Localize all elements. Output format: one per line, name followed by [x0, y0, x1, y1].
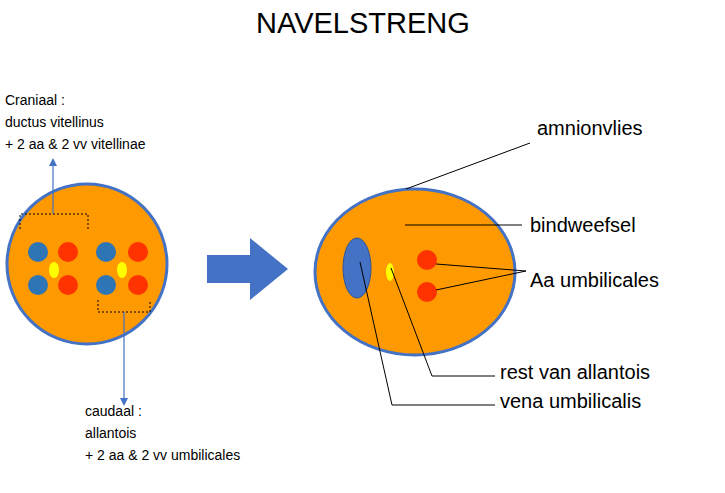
- annotation-label: Aa umbilicales: [530, 268, 659, 292]
- leader-line: [436, 264, 526, 271]
- allantois: [117, 262, 127, 278]
- annotation-label: Craniaal :: [5, 92, 65, 109]
- pointer-arrow: [52, 162, 53, 214]
- leader-line: [436, 271, 526, 290]
- artery-vitelline: [58, 242, 78, 262]
- artery-umbilical: [128, 242, 148, 262]
- annotation-label: rest van allantois: [500, 360, 650, 384]
- vein-umbilical: [96, 275, 116, 295]
- annotation-label: allantois: [85, 425, 136, 442]
- leader-line: [406, 143, 530, 189]
- pointer-arrow: [123, 312, 124, 402]
- annotation-label: + 2 aa & 2 vv vitellinae: [5, 136, 145, 153]
- vein-vitelline: [28, 275, 48, 295]
- diagram-title: NAVELSTRENG: [256, 6, 470, 41]
- leader-line: [391, 268, 495, 376]
- annotation-label: caudaal :: [85, 403, 142, 420]
- artery-vitelline: [58, 275, 78, 295]
- vein-umbilical: [96, 242, 116, 262]
- artery-umbilical: [417, 250, 437, 270]
- annotation-label: + 2 aa & 2 vv umbilicales: [85, 447, 240, 464]
- bracket-cranial: [20, 214, 88, 229]
- vein-vitelline: [28, 242, 48, 262]
- bracket-caudal: [98, 300, 150, 312]
- leader-line: [360, 262, 495, 405]
- annotation-label: amnionvlies: [537, 116, 643, 140]
- vena-umbilicalis-shape: [343, 238, 371, 298]
- transition-arrow: [207, 238, 288, 300]
- annotation-label: bindweefsel: [530, 213, 636, 237]
- annotation-label: vena umbilicalis: [500, 389, 641, 413]
- annotation-label: ductus vitellinus: [5, 114, 104, 131]
- ductus-vitellinus: [49, 262, 59, 278]
- leader-line: [405, 225, 522, 226]
- cross-section-early: [7, 184, 167, 344]
- artery-umbilical: [128, 275, 148, 295]
- artery-umbilical: [417, 282, 437, 302]
